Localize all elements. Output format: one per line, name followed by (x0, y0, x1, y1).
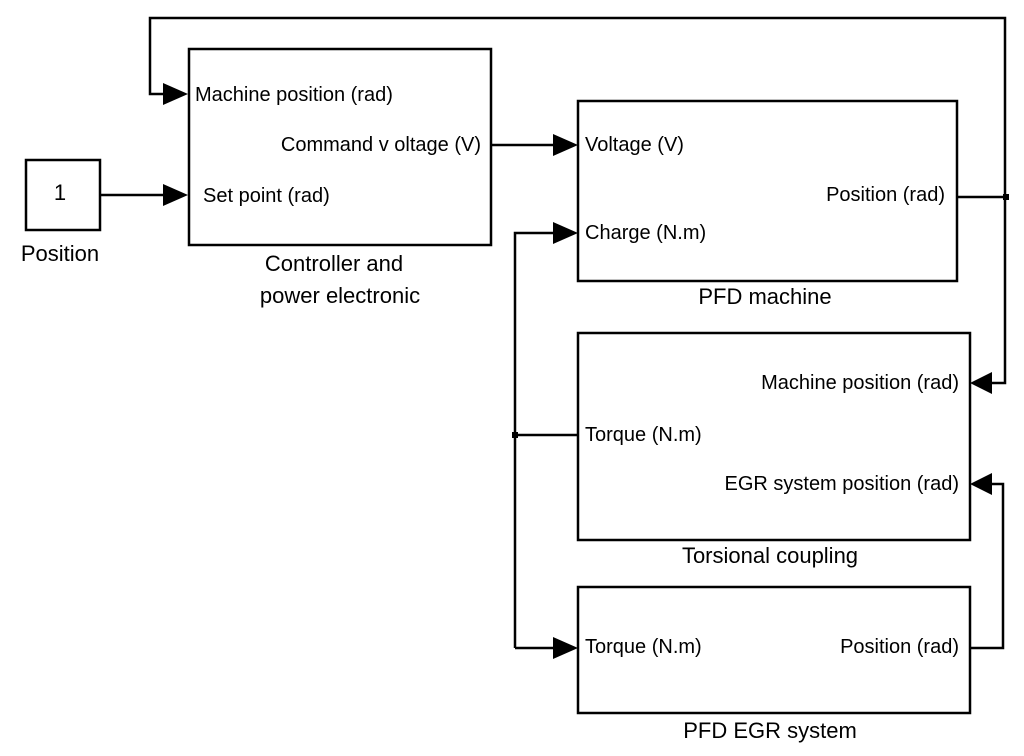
pfd-machine-block[interactable]: Voltage (V) Charge (N.m) Position (rad) (576, 99, 959, 283)
pfd-machine-in-voltage: Voltage (V) (585, 134, 684, 156)
arrow-coupling-machine-position-in (970, 372, 992, 394)
pfd-egr-in-torque: Torque (N.m) (585, 636, 702, 658)
junction-dot-torque (512, 432, 518, 438)
torsional-coupling-caption: Torsional coupling (682, 543, 858, 568)
controller-in-set-point: Set point (rad) (203, 185, 330, 207)
pfd-machine-caption: PFD machine (698, 284, 831, 309)
arrow-machine-position-in (163, 83, 188, 105)
pfd-egr-out-position: Position (rad) (840, 636, 959, 658)
controller-caption-line1: Controller and (265, 251, 403, 276)
controller-block[interactable]: Machine position (rad) Set point (rad) C… (187, 47, 493, 247)
constant-value: 1 (54, 180, 66, 205)
constant-caption: Position (21, 241, 99, 266)
coupling-out-torque: Torque (N.m) (585, 424, 702, 446)
arrow-set-point-in (163, 184, 188, 206)
coupling-in-egr-position: EGR system position (rad) (724, 473, 959, 495)
wire-machine-position-to-coupling (990, 197, 1007, 385)
controller-out-command-voltage: Command v oltage (V) (281, 134, 481, 156)
pfd-egr-block[interactable]: Torque (N.m) Position (rad) (576, 585, 972, 715)
pfd-machine-in-charge: Charge (N.m) (585, 222, 706, 244)
torsional-coupling-block[interactable]: Machine position (rad) Torque (N.m) EGR … (576, 331, 972, 542)
junction-dot-position (1003, 194, 1009, 200)
controller-caption-line2: power electronic (260, 283, 420, 308)
wire-feedback-machine-position (148, 16, 1007, 199)
pfd-machine-out-position: Position (rad) (826, 184, 945, 206)
coupling-in-machine-position: Machine position (rad) (761, 372, 959, 394)
constant-block[interactable]: 1 (24, 158, 102, 232)
wire-egr-position (970, 482, 1005, 650)
wire-torque-to-charge (513, 231, 555, 648)
arrow-voltage-in (553, 134, 578, 156)
arrow-charge-in (553, 222, 578, 244)
arrow-egr-torque-in (553, 637, 578, 659)
arrow-coupling-egr-position-in (970, 473, 992, 495)
pfd-egr-caption: PFD EGR system (683, 718, 857, 743)
controller-in-machine-position: Machine position (rad) (195, 84, 393, 106)
